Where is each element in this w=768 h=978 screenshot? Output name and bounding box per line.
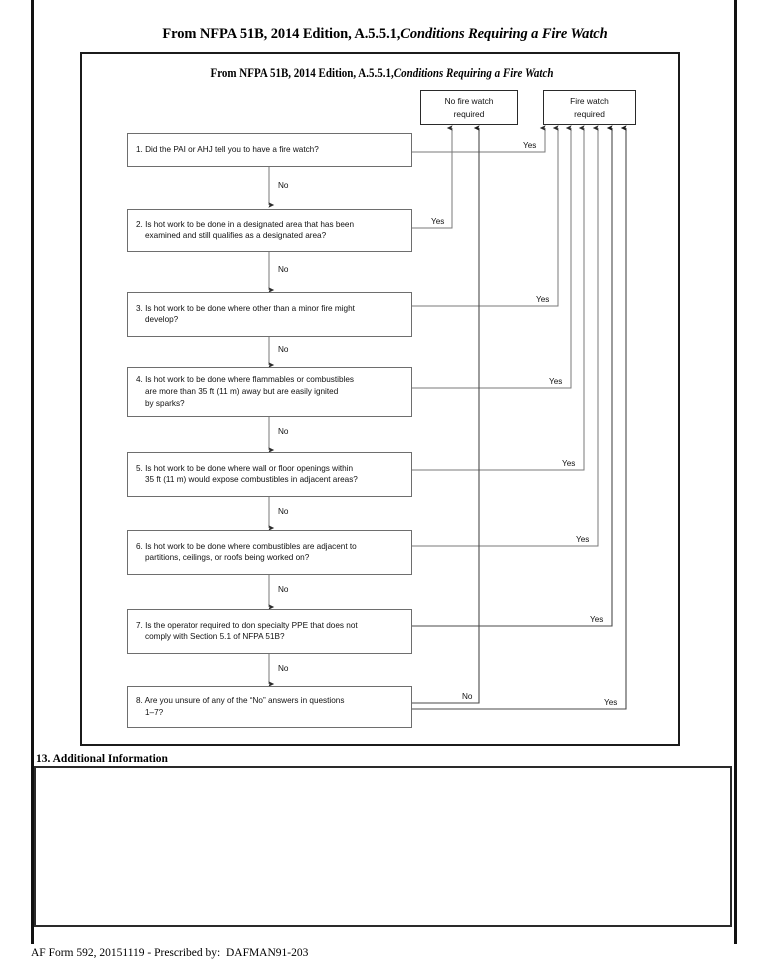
edge-label-q6-yes: Yes [575, 535, 591, 545]
edge-label-q1-yes: Yes [522, 141, 538, 151]
edge-label-q3-yes: Yes [535, 295, 551, 305]
edge-label-q8-yes: Yes [603, 698, 619, 708]
page-border-left [31, 0, 34, 944]
terminal-fire-watch: Fire watch required [543, 90, 636, 125]
question-7-text: 7. Is the operator required to don speci… [136, 620, 358, 642]
flowchart-title-italic: Conditions Requiring a Fire Watch [393, 66, 554, 80]
edge-label-q2-no: No [277, 265, 290, 275]
question-5-text: 5. Is hot work to be done where wall or … [136, 463, 358, 485]
additional-information-field[interactable] [34, 766, 732, 927]
question-box-4: 4. Is hot work to be done where flammabl… [127, 367, 412, 417]
edge-label-q3-no: No [277, 345, 290, 355]
question-1-text: 1. Did the PAI or AHJ tell you to have a… [136, 145, 319, 155]
page-border-right [734, 0, 737, 944]
flowchart-title: From NFPA 51B, 2014 Edition, A.5.5.1,Con… [118, 66, 646, 81]
terminal-no-fire-watch-label: No fire watch required [444, 96, 494, 119]
question-3-text: 3. Is hot work to be done where other th… [136, 303, 355, 325]
flowchart-title-plain: From NFPA 51B, 2014 Edition, A.5.5.1, [210, 66, 394, 80]
question-4-text: 4. Is hot work to be done where flammabl… [136, 375, 354, 408]
question-box-2: 2. Is hot work to be done in a designate… [127, 209, 412, 252]
question-2-text: 2. Is hot work to be done in a designate… [136, 219, 355, 241]
question-box-6: 6. Is hot work to be done where combusti… [127, 530, 412, 575]
question-box-3: 3. Is hot work to be done where other th… [127, 292, 412, 337]
edge-label-q4-no: No [277, 427, 290, 437]
edge-label-q7-no: No [277, 664, 290, 674]
question-box-5: 5. Is hot work to be done where wall or … [127, 452, 412, 497]
page-title-italic: Conditions Requiring a Fire Watch [400, 26, 608, 42]
terminal-fire-watch-label: Fire watch required [570, 96, 609, 119]
edge-label-q5-no: No [277, 507, 290, 517]
edge-label-q8-no: No [461, 692, 474, 702]
terminal-no-fire-watch: No fire watch required [420, 90, 518, 125]
page-title: From NFPA 51B, 2014 Edition, A.5.5.1,Con… [40, 26, 730, 43]
edge-label-q2-yes: Yes [430, 217, 446, 227]
question-6-text: 6. Is hot work to be done where combusti… [136, 541, 357, 563]
edge-label-q5-yes: Yes [561, 459, 577, 469]
edge-label-q6-no: No [277, 585, 290, 595]
edge-label-q4-yes: Yes [548, 377, 564, 387]
question-box-7: 7. Is the operator required to don speci… [127, 609, 412, 654]
question-box-8: 8. Are you unsure of any of the “No” ans… [127, 686, 412, 728]
edge-label-q1-no: No [277, 181, 290, 191]
question-box-1: 1. Did the PAI or AHJ tell you to have a… [127, 133, 412, 167]
page-title-plain: From NFPA 51B, 2014 Edition, A.5.5.1, [162, 26, 401, 42]
question-8-text: 8. Are you unsure of any of the “No” ans… [136, 696, 345, 717]
additional-information-label: 13. Additional Information [36, 753, 172, 765]
edge-label-q7-yes: Yes [589, 615, 605, 625]
form-footer: AF Form 592, 20151119 - Prescribed by: D… [31, 947, 309, 959]
